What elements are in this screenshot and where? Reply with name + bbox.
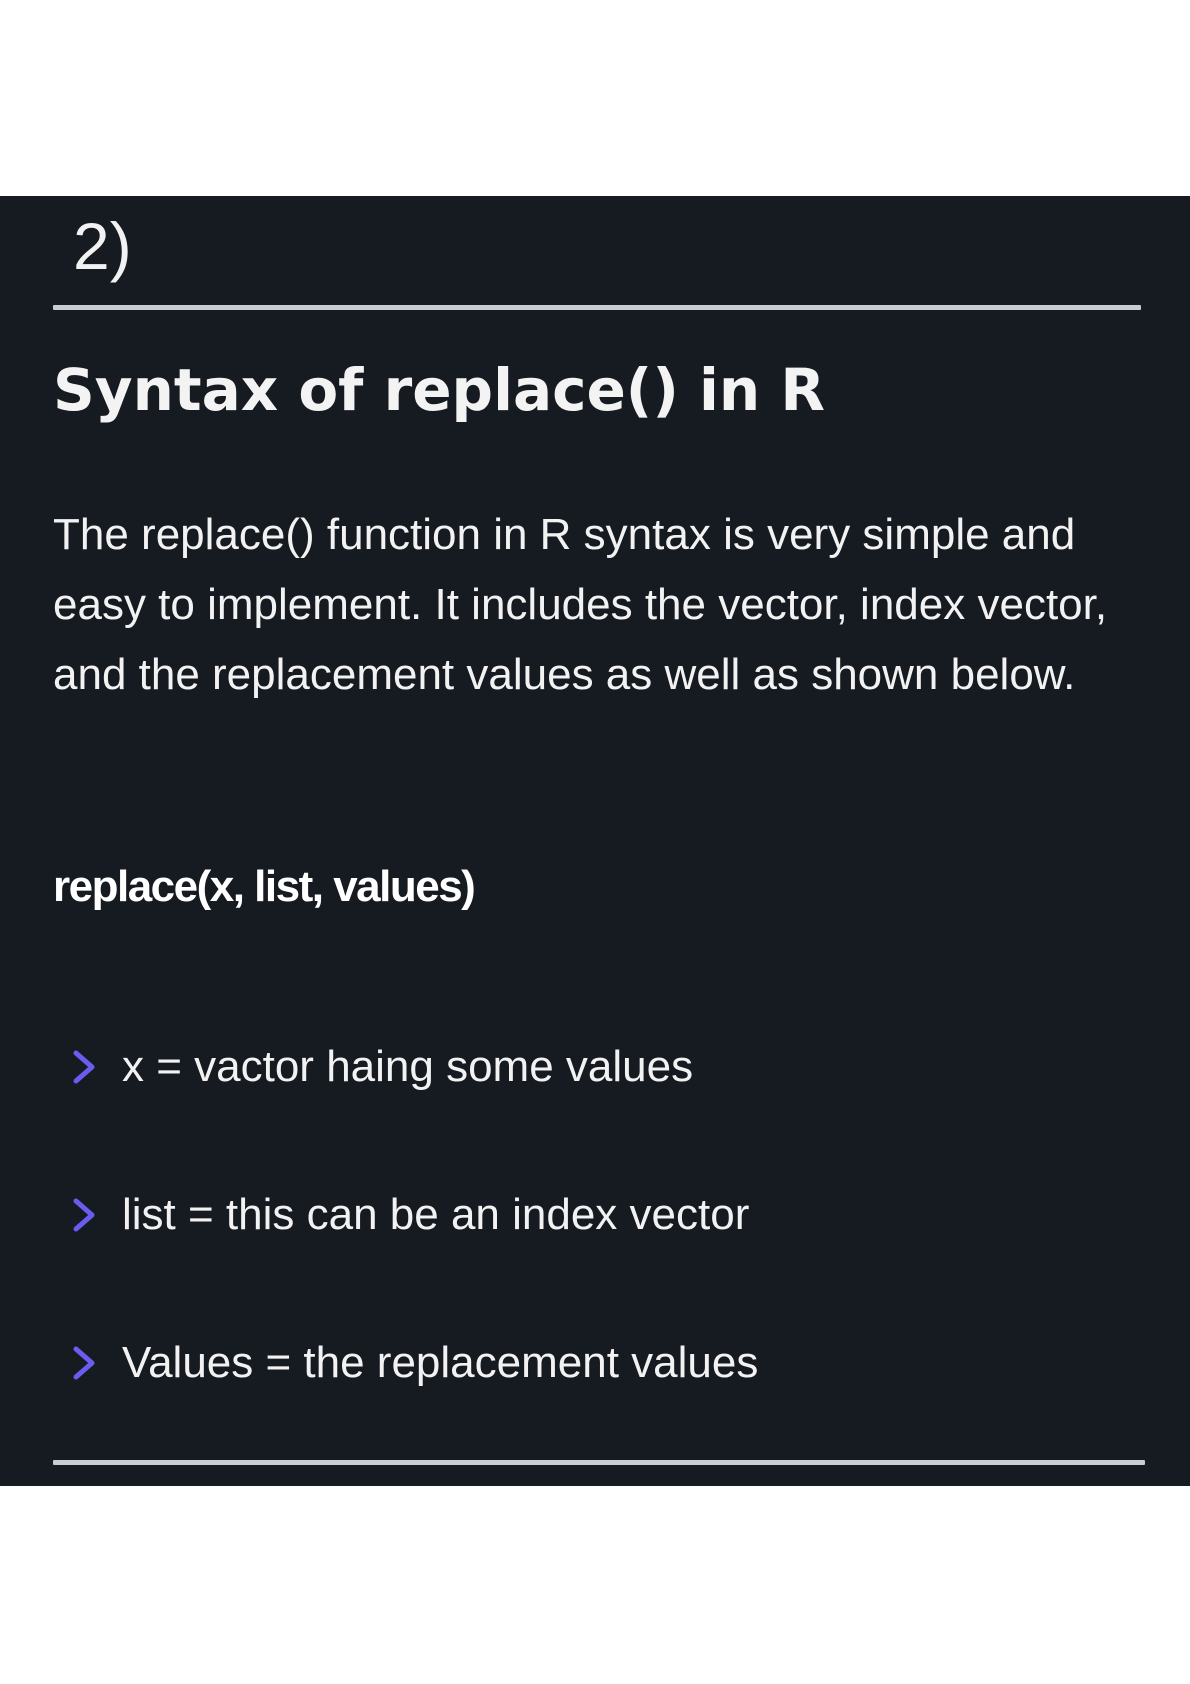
parameter-item-list: list = this can be an index vector: [70, 1180, 758, 1250]
parameter-text: list = this can be an index vector: [122, 1190, 750, 1239]
section-heading: Syntax of replace() in R: [53, 356, 826, 424]
parameter-item-values: Values = the replacement values: [70, 1328, 758, 1398]
bottom-divider: [53, 1460, 1145, 1465]
parameter-item-x: x = vactor haing some values: [70, 1032, 758, 1102]
syntax-signature: replace(x, list, values): [53, 862, 476, 911]
syntax-section-panel: 2) Syntax of replace() in R The replace(…: [0, 196, 1190, 1486]
chevron-right-icon: [73, 1198, 95, 1232]
chevron-right-icon: [73, 1346, 95, 1380]
top-divider: [53, 305, 1141, 310]
parameter-list: x = vactor haing some values list = this…: [70, 1032, 758, 1476]
parameter-text: Values = the replacement values: [122, 1338, 759, 1387]
description-paragraph: The replace() function in R syntax is ve…: [53, 510, 1108, 699]
chevron-right-icon: [73, 1050, 95, 1084]
parameter-text: x = vactor haing some values: [122, 1042, 694, 1091]
section-number: 2): [73, 209, 132, 283]
